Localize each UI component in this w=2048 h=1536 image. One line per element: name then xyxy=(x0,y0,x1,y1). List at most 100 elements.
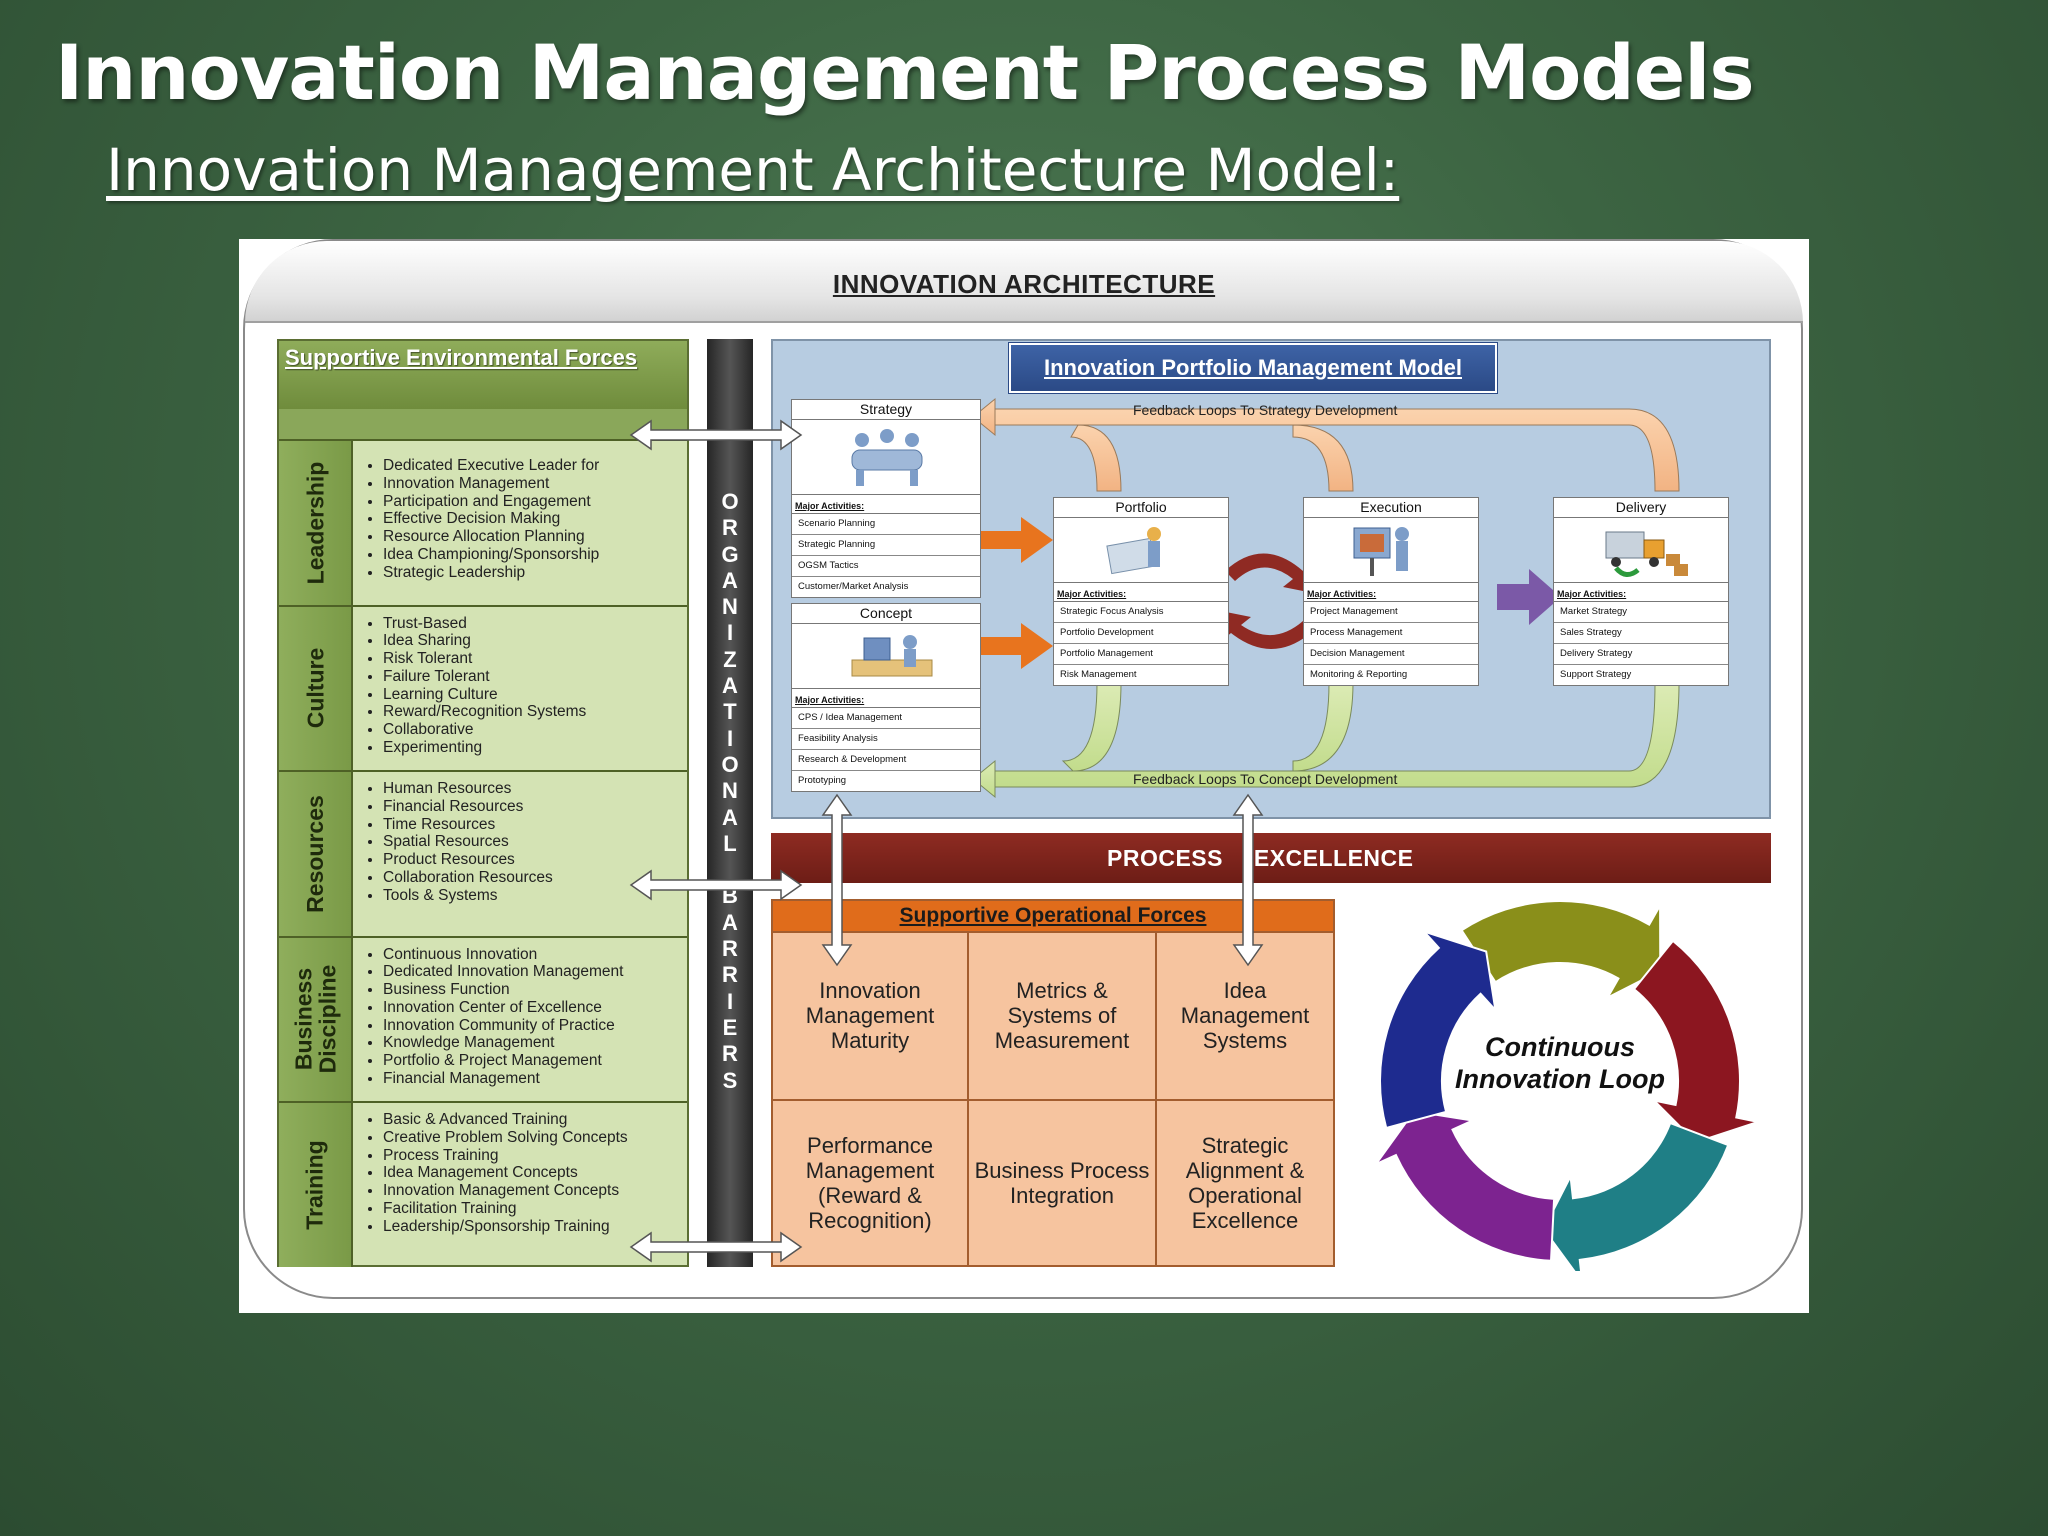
env-row-label: Leadership xyxy=(279,441,353,605)
loop-segment-arrow xyxy=(1460,900,1662,1001)
stage-activity: Support Strategy xyxy=(1560,669,1632,680)
innovation-architecture-diagram: INNOVATION ARCHITECTURE Supportive Envir… xyxy=(239,239,1809,1313)
env-item: Participation and Engagement xyxy=(383,493,599,511)
barrier-letter: R xyxy=(722,515,738,541)
stage-concept-name: Concept xyxy=(792,604,980,624)
stage-activity: Monitoring & Reporting xyxy=(1310,669,1408,680)
stage-execution-name: Execution xyxy=(1304,498,1478,518)
slide-title: Innovation Management Process Models xyxy=(55,28,1755,117)
ops-cell: Strategic Alignment & Operational Excell… xyxy=(1185,1133,1305,1233)
diagram-frame xyxy=(243,239,1803,1299)
env-row-items: Trust-BasedIdea SharingRisk TolerantFail… xyxy=(359,615,586,757)
env-item: Leadership/Sponsorship Training xyxy=(383,1218,628,1236)
env-item: Human Resources xyxy=(383,780,553,798)
portfolio-arrows xyxy=(972,397,1680,799)
barrier-letter: R xyxy=(722,936,738,962)
env-row-items: Basic & Advanced TrainingCreative Proble… xyxy=(359,1111,628,1236)
env-item: Business Function xyxy=(383,981,623,999)
stage-delivery: Delivery Major Activities: Market Strate… xyxy=(1553,497,1729,686)
barrier-letter: Z xyxy=(723,646,737,672)
env-item: Failure Tolerant xyxy=(383,668,586,686)
env-row-label-text: Business Discipline xyxy=(290,964,340,1074)
env-row-items: Dedicated Executive Leader forInnovation… xyxy=(359,457,599,582)
env-item: Basic & Advanced Training xyxy=(383,1111,628,1129)
stage-portfolio: Portfolio Major Activities: Strategic Fo… xyxy=(1053,497,1229,686)
env-item: Portfolio & Project Management xyxy=(383,1052,623,1070)
env-item: Process Training xyxy=(383,1147,628,1165)
stage-concept-major: Major Activities: xyxy=(792,689,980,708)
env-row-label: Training xyxy=(279,1103,353,1267)
stage-activity: Strategic Planning xyxy=(792,535,980,556)
barrier-letter: A xyxy=(722,909,738,935)
barrier-letter: N xyxy=(722,594,738,620)
stage-activity: Delivery Strategy xyxy=(1554,644,1728,665)
stage-activity: Market Strategy xyxy=(1554,602,1728,623)
operational-forces-panel: Supportive Operational Forces Innovation… xyxy=(771,899,1335,1267)
env-item: Knowledge Management xyxy=(383,1034,623,1052)
loop-segment-arrow xyxy=(1379,929,1497,1130)
process-excellence-bar: PROCESS EXCELLENCE xyxy=(771,833,1771,883)
environmental-forces-title: Supportive Environmental Forces xyxy=(285,345,638,370)
env-row-label: Culture xyxy=(279,606,353,770)
stage-activity: Process Management xyxy=(1304,623,1478,644)
env-item: Idea Management Concepts xyxy=(383,1164,628,1182)
ops-cell: Performance Management (Reward & Recogni… xyxy=(773,1101,969,1265)
stage-activity: OGSM Tactics xyxy=(792,556,980,577)
env-item: Experimenting xyxy=(383,739,586,757)
slide-subtitle: Innovation Management Architecture Model… xyxy=(106,136,1400,204)
process-excellence-label: PROCESS EXCELLENCE xyxy=(1107,845,1414,871)
loop-segment-arrow xyxy=(1542,1121,1730,1286)
env-row-leadership: Leadership Dedicated Executive Leader for… xyxy=(279,439,687,605)
feedback-strategy-arrow xyxy=(972,397,1680,492)
execution-presenter-icon xyxy=(1304,518,1478,583)
barrier-letter: B xyxy=(722,883,738,909)
barrier-letter: I xyxy=(726,725,734,751)
env-item: Financial Management xyxy=(383,1070,623,1088)
env-row-resources: Resources Human ResourcesFinancial Resour… xyxy=(279,770,687,936)
stage-strategy-name: Strategy xyxy=(792,400,980,420)
barrier-letter: L xyxy=(723,830,737,856)
concept-to-portfolio-arrows xyxy=(981,517,1053,669)
stage-activity: Scenario Planning xyxy=(792,514,980,535)
loop-segment-arrow xyxy=(1372,1110,1556,1262)
env-item: Collaboration Resources xyxy=(383,869,553,887)
barrier-letter: S xyxy=(722,1067,738,1093)
env-item: Innovation Management xyxy=(383,475,599,493)
portfolio-analyst-icon xyxy=(1054,518,1228,583)
env-item: Innovation Community of Practice xyxy=(383,1017,623,1035)
env-item: Innovation Center of Excellence xyxy=(383,999,623,1017)
barrier-letter: I xyxy=(726,620,734,646)
delivery-truck-icon xyxy=(1554,518,1728,583)
continuous-innovation-loop: Continuous Innovation Loop xyxy=(1345,891,1775,1286)
env-row-label-text: Culture xyxy=(302,648,328,729)
barrier-letter: E xyxy=(722,1014,738,1040)
stage-activity: Prototyping xyxy=(798,775,847,786)
concept-researcher-icon xyxy=(792,624,980,689)
env-row-label-text: Leadership xyxy=(302,461,328,585)
env-item: Innovation Management Concepts xyxy=(383,1182,628,1200)
stage-activity: Strategic Focus Analysis xyxy=(1054,602,1228,623)
env-row-label-text: Resources xyxy=(302,794,328,913)
env-row-items: Human ResourcesFinancial ResourcesTime R… xyxy=(359,780,553,905)
stage-activity: Sales Strategy xyxy=(1554,623,1728,644)
feedback-concept-arrow xyxy=(972,682,1680,799)
stage-activity: Project Management xyxy=(1304,602,1478,623)
barrier-letter: A xyxy=(722,567,738,593)
env-row-label-text: Training xyxy=(302,1140,329,1230)
ops-cell: Idea Management Systems xyxy=(1157,931,1333,1101)
stage-delivery-name: Delivery xyxy=(1554,498,1728,518)
barrier-letter: R xyxy=(722,1041,738,1067)
environmental-forces-bar xyxy=(279,409,687,441)
env-item: Product Resources xyxy=(383,851,553,869)
stage-execution-major: Major Activities: xyxy=(1304,583,1478,602)
barrier-letter xyxy=(707,857,753,883)
barrier-letter: O xyxy=(721,489,739,514)
env-item: Continuous Innovation xyxy=(383,946,623,964)
env-item: Collaborative xyxy=(383,721,586,739)
stage-strategy-major: Major Activities: xyxy=(792,495,980,514)
stage-execution: Execution Major Activities: Project Mana… xyxy=(1303,497,1479,686)
env-row-label: Resources xyxy=(279,772,353,936)
architecture-title: INNOVATION ARCHITECTURE xyxy=(832,269,1216,299)
